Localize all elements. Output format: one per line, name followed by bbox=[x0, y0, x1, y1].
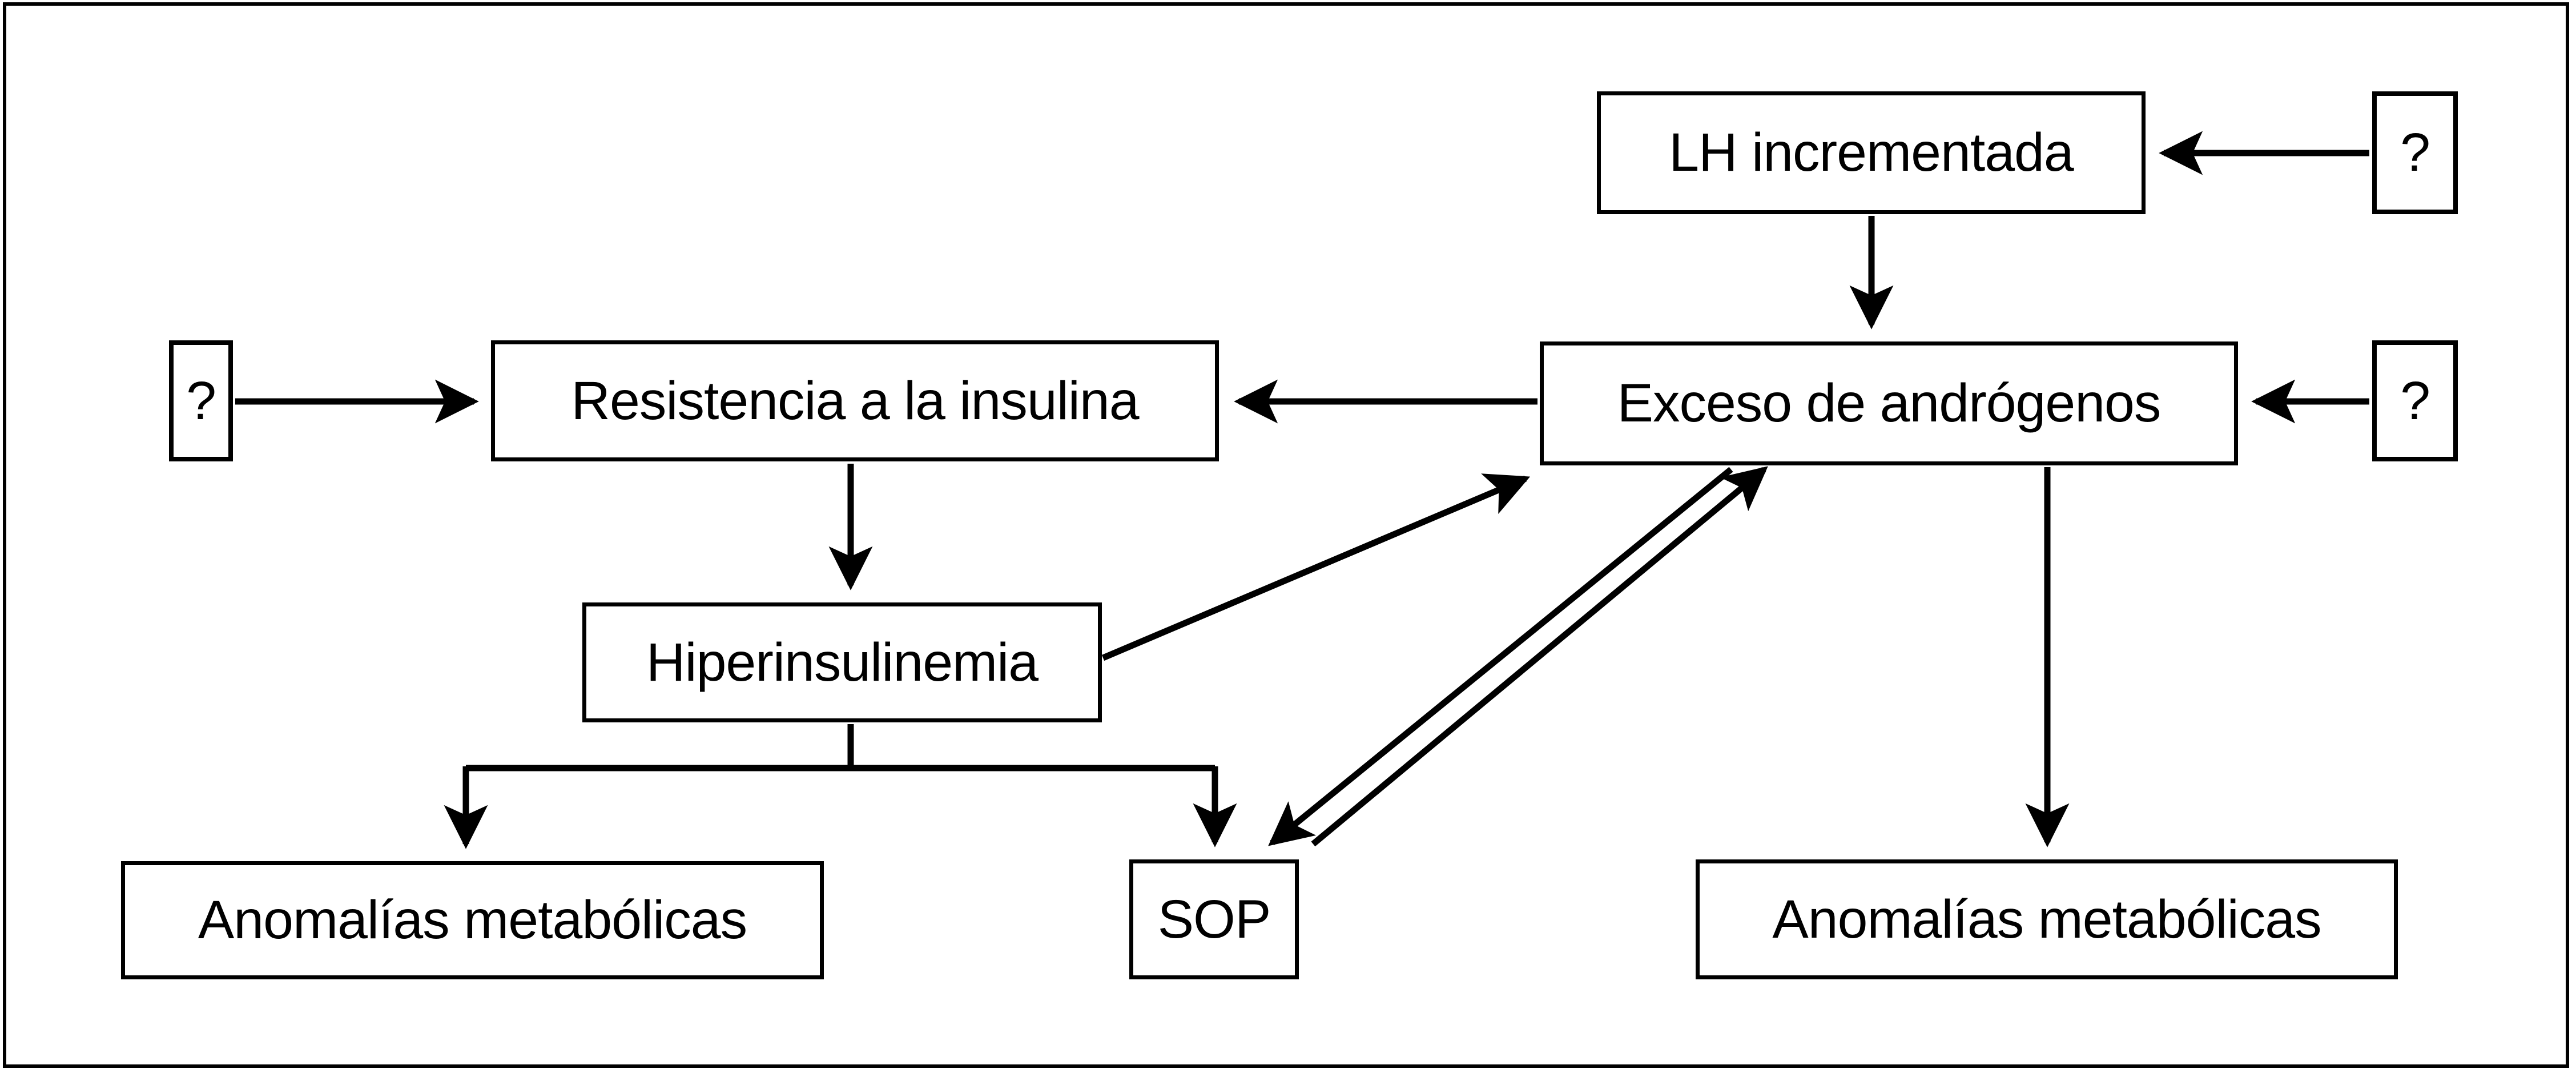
node-label-question-left: ? bbox=[186, 370, 216, 431]
node-question-right[interactable]: ? bbox=[2372, 340, 2458, 461]
node-lh-incrementada[interactable]: LH incrementada bbox=[1597, 91, 2146, 214]
node-label-resistencia-a-la-insulina: Resistencia a la insulina bbox=[571, 370, 1139, 431]
node-exceso-de-androgenos[interactable]: Exceso de andrógenos bbox=[1540, 341, 2238, 465]
node-label-question-top-right: ? bbox=[2400, 122, 2430, 183]
node-resistencia-a-la-insulina[interactable]: Resistencia a la insulina bbox=[491, 340, 1219, 461]
node-label-anomalias-metabolicas-izquierda: Anomalías metabólicas bbox=[198, 890, 747, 950]
node-anomalias-metabolicas-derecha[interactable]: Anomalías metabólicas bbox=[1696, 859, 2398, 979]
node-label-lh-incrementada: LH incrementada bbox=[1669, 122, 2074, 183]
node-question-left[interactable]: ? bbox=[169, 340, 233, 461]
node-label-anomalias-metabolicas-derecha: Anomalías metabólicas bbox=[1772, 889, 2321, 950]
node-label-sop: SOP bbox=[1157, 889, 1271, 950]
node-question-top-right[interactable]: ? bbox=[2372, 91, 2458, 214]
node-anomalias-metabolicas-izquierda[interactable]: Anomalías metabólicas bbox=[121, 861, 824, 979]
node-label-question-right: ? bbox=[2400, 370, 2430, 431]
node-sop[interactable]: SOP bbox=[1129, 859, 1299, 979]
node-label-hiperinsulinemia: Hiperinsulinemia bbox=[646, 632, 1039, 693]
node-label-exceso-de-androgenos: Exceso de andrógenos bbox=[1617, 373, 2162, 433]
node-hiperinsulinemia[interactable]: Hiperinsulinemia bbox=[582, 602, 1102, 722]
